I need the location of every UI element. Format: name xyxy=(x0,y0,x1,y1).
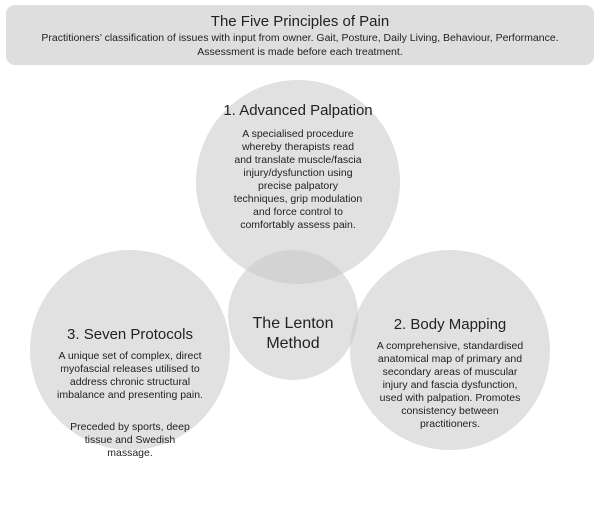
lenton-method-title: The Lenton Method xyxy=(252,315,334,352)
seven-protocols-note: Preceded by sports, deep tissue and Swed… xyxy=(70,421,190,459)
body-mapping-circle xyxy=(350,250,550,450)
seven-protocols-title: 3. Seven Protocols xyxy=(67,326,193,343)
banner-title: The Five Principles of Pain xyxy=(210,13,390,30)
body-mapping-description: A comprehensive, standardised anatomical… xyxy=(376,340,524,430)
lenton-method-circle xyxy=(228,250,358,380)
banner-assessment-note: Assessment is made before each treatment… xyxy=(197,46,403,58)
principles-banner: The Five Principles of Pain Practitioner… xyxy=(6,5,594,65)
advanced-palpation-title: 1. Advanced Palpation xyxy=(223,102,373,119)
body-mapping-title: 2. Body Mapping xyxy=(393,316,507,333)
seven-protocols-description: A unique set of complex, direct myofasci… xyxy=(57,350,203,401)
advanced-palpation-description: A specialised procedure whereby therapis… xyxy=(233,128,363,231)
seven-protocols-circle xyxy=(30,250,230,450)
banner-description: Practitioners’ classification of issues … xyxy=(41,32,559,44)
